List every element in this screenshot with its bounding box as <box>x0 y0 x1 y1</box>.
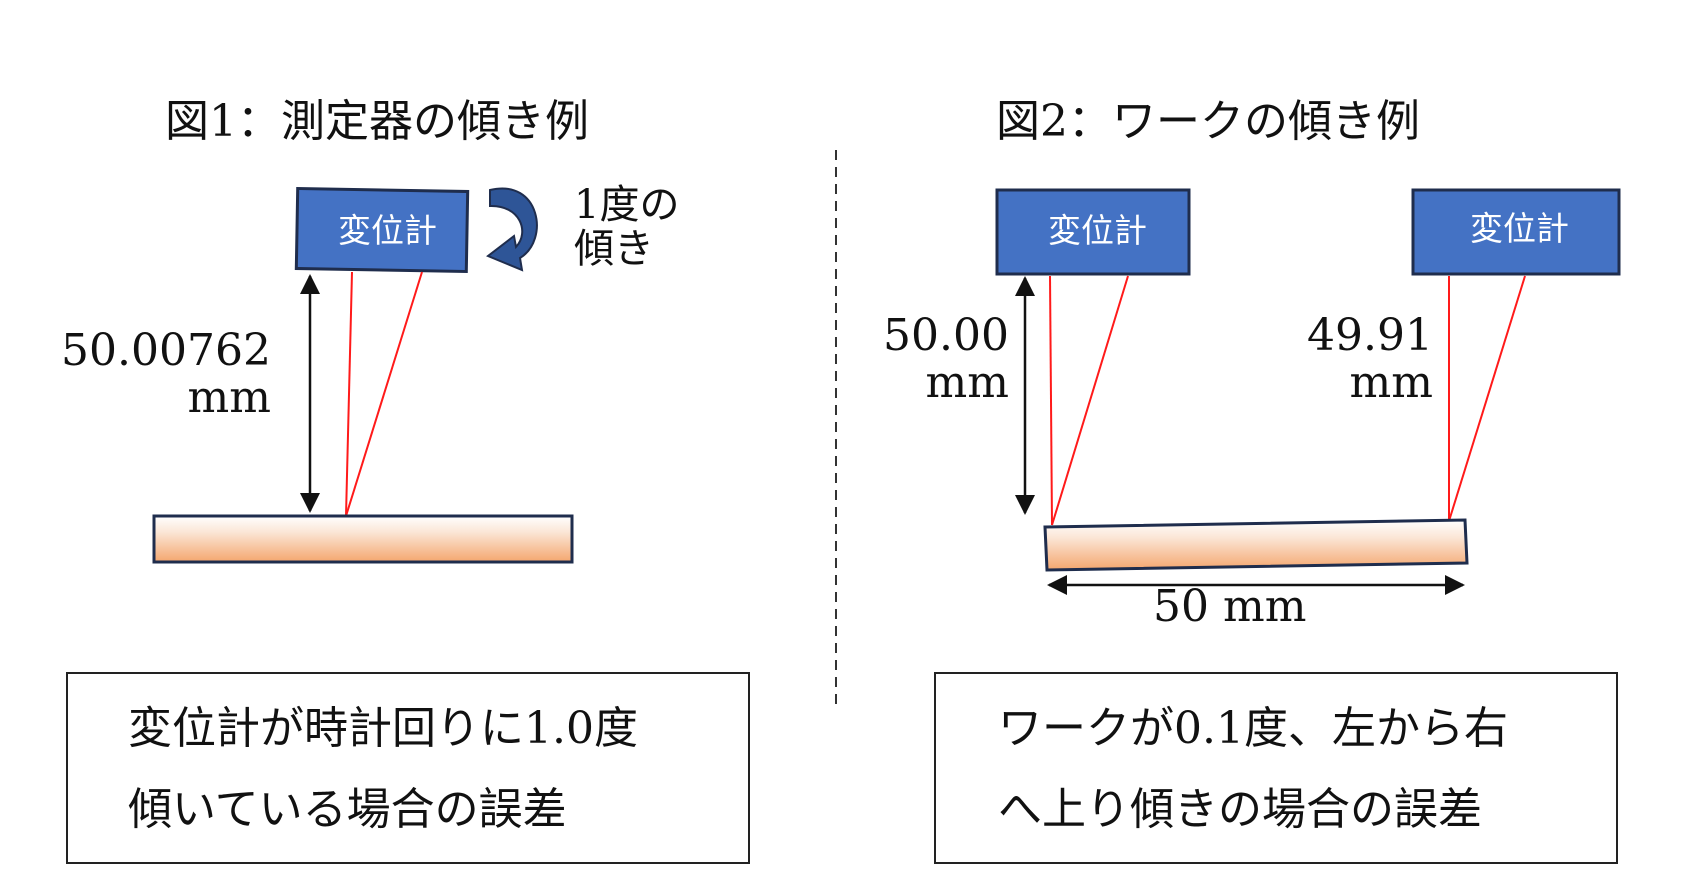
fig2-workpiece <box>1043 518 1469 572</box>
fig1-workpiece <box>152 514 574 564</box>
fig2-distance-right-unit: mm <box>1349 357 1433 408</box>
fig1-laser-vertical <box>345 271 353 517</box>
fig2-caption-box <box>934 672 1618 864</box>
fig1-caption-line2: 傾いている場合の誤差 <box>128 784 567 835</box>
fig2-caption-line2: へ上り傾きの場合の誤差 <box>998 784 1482 835</box>
fig2-sensor-left-label: 変位計 <box>1048 211 1147 250</box>
fig1-tilt-label-line1: 1度の <box>574 182 680 228</box>
fig1-sensor-label: 変位計 <box>338 211 437 250</box>
fig2-caption-line1: ワークが0.1度、左から右 <box>998 703 1508 754</box>
fig2-distance-left-value: 50.00 <box>883 310 1009 361</box>
fig2-distance-left-unit: mm <box>925 357 1009 408</box>
fig2-distance-right-value: 49.91 <box>1307 310 1433 361</box>
fig2-sensor-left <box>995 188 1191 276</box>
fig1-tilt-label-line2: 傾き <box>574 226 654 272</box>
fig1-caption-box <box>66 672 750 864</box>
fig1-caption-line1: 変位計が時計回りに1.0度 <box>128 703 638 754</box>
fig2-laser-left-angled <box>1051 275 1129 526</box>
fig2-title: 図2：ワークの傾き例 <box>996 96 1420 147</box>
fig1-distance-value: 50.00762 <box>61 325 271 376</box>
fig1-rotation-arrow-icon <box>486 187 538 272</box>
fig1-title: 図1：測定器の傾き例 <box>165 96 589 147</box>
fig2-sensor-right <box>1411 188 1621 276</box>
fig2-laser-left-vertical <box>1049 275 1053 526</box>
fig1-distance-unit: mm <box>187 372 271 423</box>
fig1-sensor <box>294 186 470 274</box>
fig1-laser-angled <box>345 271 423 517</box>
fig2-span-label: 50 mm <box>1153 581 1307 632</box>
fig2-laser-right-angled <box>1448 275 1526 522</box>
fig2-sensor-right-label: 変位計 <box>1470 209 1569 248</box>
